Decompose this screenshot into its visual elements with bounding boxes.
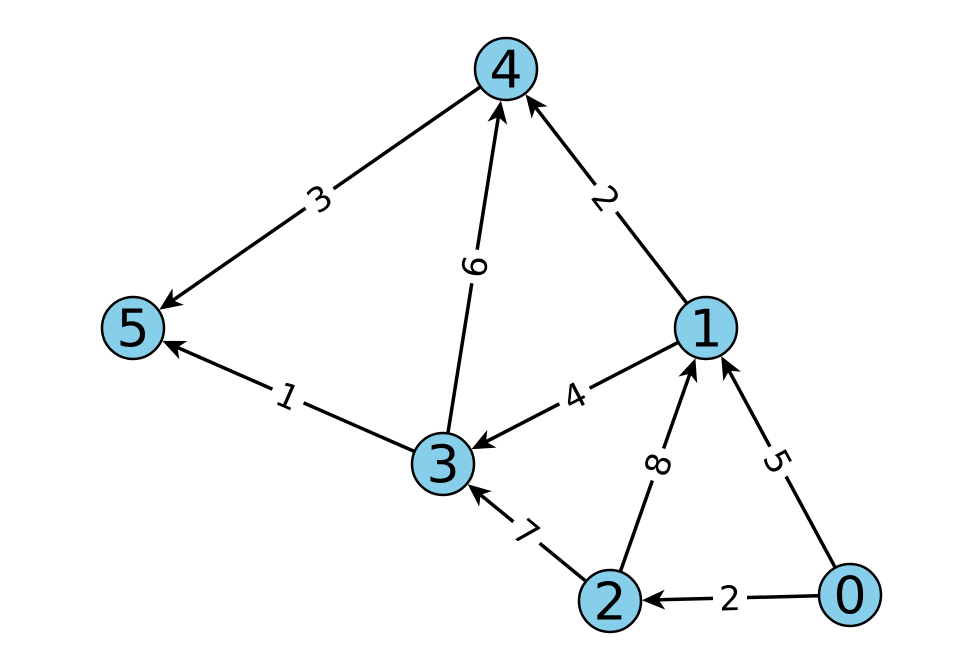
edge-weight-label-1-4: 2 bbox=[581, 174, 631, 223]
arrowhead-icon bbox=[487, 100, 508, 125]
arrowhead-icon bbox=[162, 340, 188, 360]
node-circle bbox=[673, 295, 739, 361]
edge-weight-label-0-2: 2 bbox=[712, 576, 748, 620]
node-label: 1 bbox=[689, 299, 722, 359]
edge-label-box bbox=[581, 174, 631, 223]
edge-weight-label-3-5: 1 bbox=[265, 371, 311, 421]
node-4: 4 bbox=[473, 36, 539, 102]
edges-layer bbox=[159, 85, 837, 610]
edge-weight-label-0-1: 5 bbox=[753, 438, 803, 485]
node-circle bbox=[577, 568, 643, 634]
arrowhead-icon bbox=[467, 484, 492, 507]
edge-weight-label-2-3: 7 bbox=[502, 507, 551, 558]
edge-label-box bbox=[502, 507, 551, 558]
node-label: 4 bbox=[489, 40, 522, 100]
node-3: 3 bbox=[410, 431, 476, 497]
edge-labels-layer: 2 5 8 7 4 2 6 1 3 bbox=[265, 173, 803, 620]
edge-weight-label-3-4: 6 bbox=[451, 247, 498, 286]
arrowhead-icon bbox=[159, 288, 184, 310]
edge-label-box bbox=[451, 247, 498, 286]
edge-weight-label-2-1: 8 bbox=[634, 443, 682, 486]
arrowhead-icon bbox=[678, 358, 698, 384]
edge-label-box bbox=[712, 576, 748, 620]
node-label: 2 bbox=[593, 572, 626, 632]
arrowhead-icon bbox=[471, 429, 497, 450]
node-0: 0 bbox=[817, 562, 883, 628]
node-1: 1 bbox=[673, 295, 739, 361]
node-circle bbox=[817, 562, 883, 628]
node-2: 2 bbox=[577, 568, 643, 634]
node-circle bbox=[410, 431, 476, 497]
arrowhead-icon bbox=[525, 94, 548, 119]
edge-weight-label-1-3: 4 bbox=[551, 371, 598, 421]
nodes-layer: 0 1 2 3 4 5 bbox=[100, 36, 883, 634]
edge-weight-label-4-5: 3 bbox=[295, 173, 344, 224]
edge-weight-text: 2 bbox=[719, 579, 742, 620]
edge-label-box bbox=[265, 371, 311, 421]
node-5: 5 bbox=[100, 295, 166, 361]
edge-label-box bbox=[551, 371, 598, 421]
node-label: 5 bbox=[116, 299, 149, 359]
edge-label-box bbox=[295, 173, 344, 224]
arrowhead-icon bbox=[641, 589, 666, 610]
node-label: 3 bbox=[426, 435, 459, 495]
edge-label-box bbox=[634, 443, 682, 486]
node-label: 0 bbox=[833, 566, 866, 626]
arrowhead-icon bbox=[721, 356, 741, 382]
node-circle bbox=[473, 36, 539, 102]
edge-label-box bbox=[753, 438, 803, 485]
node-circle bbox=[100, 295, 166, 361]
